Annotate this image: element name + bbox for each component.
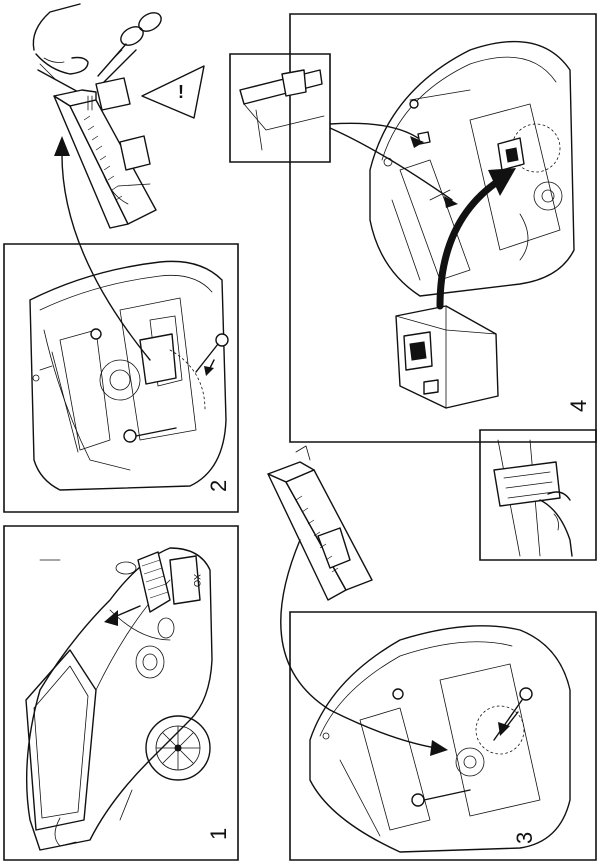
panel-2: 2 [3,243,239,513]
hood-panel-4 [369,40,575,297]
warning-symbol: ! [178,82,184,102]
hand-icon [32,3,89,81]
panel-number-2: 2 [206,480,231,492]
hood-panel-3 [309,625,571,853]
panel-3-frame [289,611,597,861]
hood-outline [29,260,229,491]
panel-4: 4 [229,13,597,443]
arrow-fuse-box-install [436,168,516,310]
arrow-bracket-to-hood [54,136,151,361]
bolt-icon [493,687,533,741]
bolt-icon [411,789,471,807]
hand-icon [539,491,573,557]
bracket-cutting [32,3,162,229]
bolt-icon [195,333,229,373]
arrow-bracket-to-panel-3 [280,539,448,756]
panel-1: XO 1 [3,525,239,861]
clip-detail-inset [479,429,597,561]
panel-3: 3 [289,611,597,861]
panel-number-1: 1 [206,828,231,840]
panel-number-3: 3 [512,832,537,844]
scissors-icon [97,12,162,83]
panel-1-frame [3,525,239,861]
warning-triangle-icon: ! [141,65,205,119]
bracket-part [267,445,373,601]
clip-icon [493,439,561,557]
car-icon: XO [25,547,213,851]
fuse-box-icon [139,333,177,385]
bolt-icon [123,427,177,443]
panel-number-4: 4 [566,400,591,412]
number-plate [169,555,201,605]
fuse-box-icon [395,305,499,409]
plate-text: XO [192,574,202,587]
panel-2-frame [3,243,239,513]
detail-inset-bracket [229,53,331,163]
